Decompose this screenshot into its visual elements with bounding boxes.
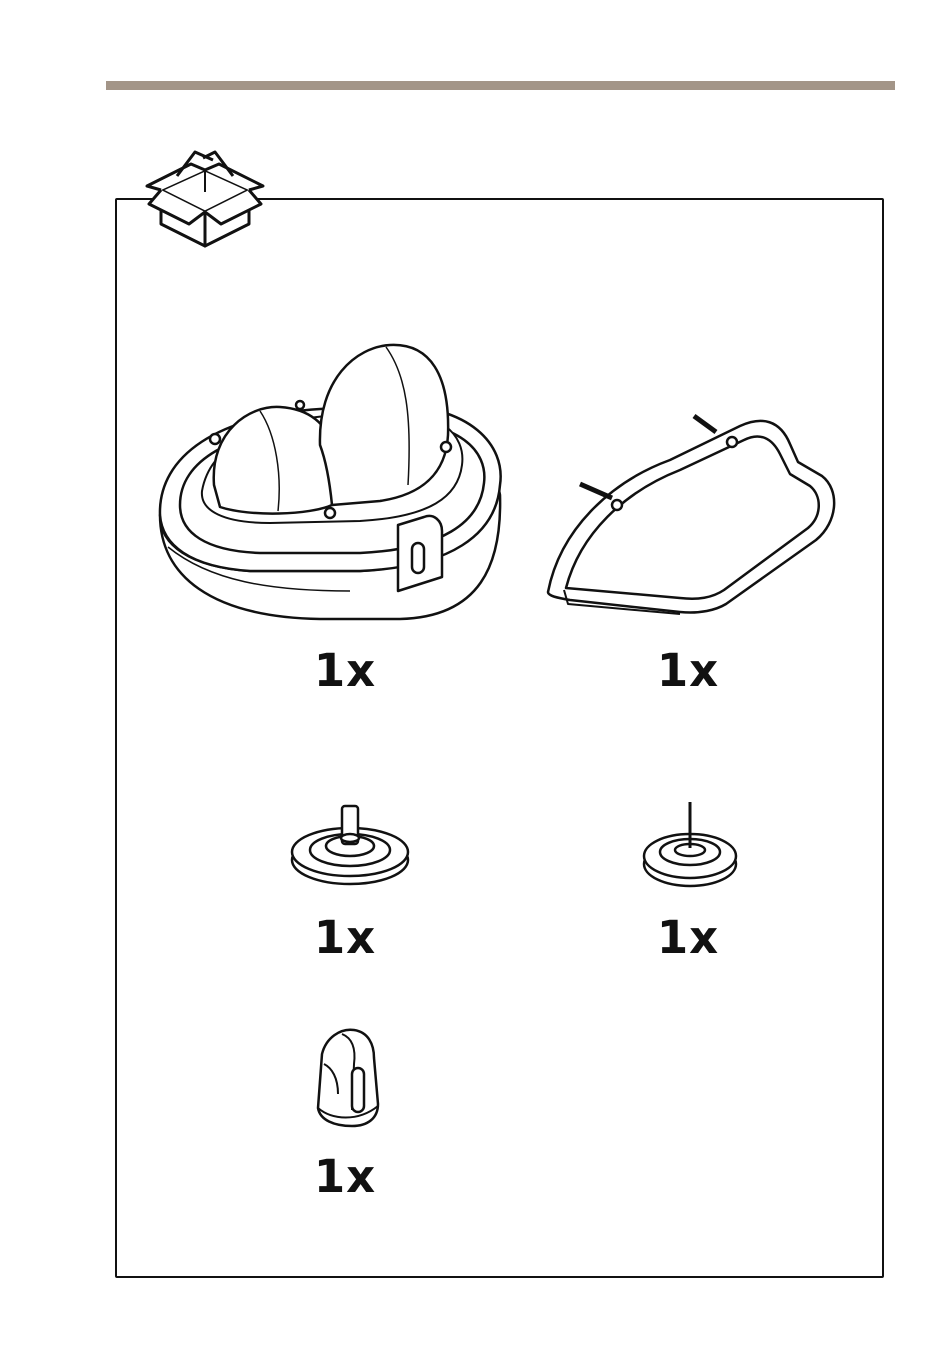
weather-shield-icon: [540, 410, 840, 615]
camera-dome-housing-icon: [150, 335, 510, 625]
cable-grommet-icon: [312, 1024, 382, 1130]
quantity-label-5: 1x: [285, 1154, 405, 1199]
microphone-module-icon: [640, 800, 740, 890]
package-box-icon: [143, 146, 267, 250]
quantity-label-3: 1x: [285, 915, 405, 960]
quantity-label-4: 1x: [628, 915, 748, 960]
camera-lens-module-icon: [288, 796, 412, 890]
quantity-label-1: 1x: [285, 648, 405, 693]
quantity-label-2: 1x: [628, 648, 748, 693]
header-rule: [106, 81, 895, 90]
